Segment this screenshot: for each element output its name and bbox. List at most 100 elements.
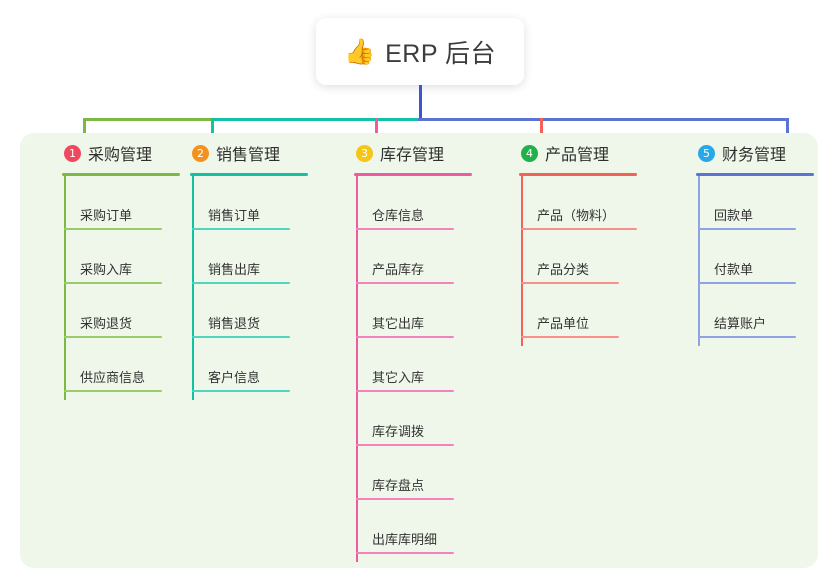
list-item[interactable]: 结算账户 [698, 284, 796, 338]
leaf-label: 其它入库 [372, 370, 425, 385]
leaf-rule [521, 282, 619, 284]
leaf-rule [521, 336, 619, 338]
leaf-label: 产品单位 [537, 316, 590, 331]
leaf-rule [356, 552, 454, 554]
root-drop-connector [418, 85, 422, 120]
branch-title-2: 销售管理 [216, 147, 281, 164]
branch-spine-2 [192, 176, 194, 400]
list-item[interactable]: 产品分类 [521, 230, 619, 284]
list-item[interactable]: 采购订单 [64, 176, 162, 230]
leaf-rule [192, 336, 290, 338]
branch-header-inventory[interactable]: 3 库存管理 [354, 133, 504, 173]
leaf-rule [356, 336, 454, 338]
leaf-rule [192, 390, 290, 392]
branch-spine-4 [521, 176, 523, 346]
branch-column-sales: 2 销售管理 销售订单 销售出库 销售退货 客户信息 [190, 133, 340, 400]
leaf-rule [64, 336, 162, 338]
list-item[interactable]: 库存调拨 [356, 392, 454, 446]
leaf-label: 销售退货 [208, 316, 261, 331]
branches-panel: 1 采购管理 采购订单 采购入库 采购退货 供应商信息 [20, 133, 818, 568]
branch-title-1: 采购管理 [88, 147, 153, 164]
list-item[interactable]: 销售订单 [192, 176, 290, 230]
list-item[interactable]: 付款单 [698, 230, 796, 284]
leaf-rule [698, 336, 796, 338]
leaf-rule [356, 498, 454, 500]
branch-title-4: 产品管理 [545, 147, 610, 164]
list-item[interactable]: 其它出库 [356, 284, 454, 338]
list-item[interactable]: 产品（物料） [521, 176, 637, 230]
list-item[interactable]: 其它入库 [356, 338, 454, 392]
leaf-rule [698, 282, 796, 284]
leaf-rule [698, 228, 796, 230]
branch-badge-4: 4 [521, 144, 538, 162]
leaf-label: 仓库信息 [372, 208, 425, 223]
leaf-rule [356, 282, 454, 284]
list-item[interactable]: 回款单 [698, 176, 796, 230]
list-item[interactable]: 销售出库 [192, 230, 290, 284]
leaf-rule [356, 228, 454, 230]
list-item[interactable]: 供应商信息 [64, 338, 162, 392]
bus-segment-green [83, 118, 213, 121]
leaf-label: 结算账户 [714, 316, 767, 331]
list-item[interactable]: 产品单位 [521, 284, 619, 338]
bus-segment-blue [418, 118, 788, 121]
leaf-rule [64, 390, 162, 392]
list-item[interactable]: 客户信息 [192, 338, 290, 392]
leaf-rule [521, 228, 637, 230]
leaf-rule [192, 228, 290, 230]
leaf-rule [356, 444, 454, 446]
root-node-title: ERP 后台 [385, 39, 497, 68]
branch-rule-5 [696, 173, 814, 176]
branch-badge-2: 2 [192, 144, 209, 162]
leaf-label: 产品分类 [537, 262, 590, 277]
branch-column-purchasing: 1 采购管理 采购订单 采购入库 采购退货 供应商信息 [62, 133, 212, 400]
leaf-label: 采购入库 [80, 262, 133, 277]
list-item[interactable]: 仓库信息 [356, 176, 454, 230]
thumbs-up-icon: 👍 [343, 37, 376, 66]
leaf-label: 回款单 [714, 208, 754, 223]
leaf-rule [192, 282, 290, 284]
branch-header-sales[interactable]: 2 销售管理 [190, 133, 340, 173]
branch-badge-1: 1 [64, 144, 81, 162]
list-item[interactable]: 库存盘点 [356, 446, 454, 500]
branch-spine-1 [64, 176, 66, 400]
branch-title-3: 库存管理 [380, 147, 445, 164]
list-item[interactable]: 采购入库 [64, 230, 162, 284]
leaf-label: 付款单 [714, 262, 754, 277]
bus-segment-teal [211, 118, 420, 121]
branch-badge-3: 3 [356, 144, 373, 162]
branch-header-product[interactable]: 4 产品管理 [519, 133, 679, 173]
branch-spine-3 [356, 176, 358, 562]
leaf-rule [64, 282, 162, 284]
branch-rule-3 [354, 173, 472, 176]
list-item[interactable]: 产品库存 [356, 230, 454, 284]
branch-column-finance: 5 财务管理 回款单 付款单 结算账户 [696, 133, 839, 346]
leaf-label: 客户信息 [208, 370, 261, 385]
leaf-label: 其它出库 [372, 316, 425, 331]
list-item[interactable]: 采购退货 [64, 284, 162, 338]
leaf-label: 库存调拨 [372, 424, 425, 439]
list-item[interactable]: 出库库明细 [356, 500, 454, 554]
branch-rule-2 [190, 173, 308, 176]
branch-column-inventory: 3 库存管理 仓库信息 产品库存 其它出库 其它入库 库存调拨 [354, 133, 504, 562]
leaf-label: 销售出库 [208, 262, 261, 277]
leaf-rule [64, 228, 162, 230]
root-node[interactable]: 👍 ERP 后台 [316, 18, 524, 85]
branch-column-product: 4 产品管理 产品（物料） 产品分类 产品单位 [519, 133, 679, 346]
branch-spine-5 [698, 176, 700, 346]
leaf-label: 出库库明细 [372, 532, 438, 547]
leaf-label: 销售订单 [208, 208, 261, 223]
branch-rule-4 [519, 173, 637, 176]
list-item[interactable]: 销售退货 [192, 284, 290, 338]
leaf-label: 库存盘点 [372, 478, 425, 493]
leaf-rule [356, 390, 454, 392]
branch-header-finance[interactable]: 5 财务管理 [696, 133, 839, 173]
branch-rule-1 [62, 173, 180, 176]
leaf-label: 采购订单 [80, 208, 133, 223]
branch-title-5: 财务管理 [722, 147, 787, 164]
leaf-label: 产品（物料） [537, 208, 616, 223]
leaf-label: 采购退货 [80, 316, 133, 331]
branch-header-purchasing[interactable]: 1 采购管理 [62, 133, 212, 173]
leaf-label: 供应商信息 [80, 370, 146, 385]
